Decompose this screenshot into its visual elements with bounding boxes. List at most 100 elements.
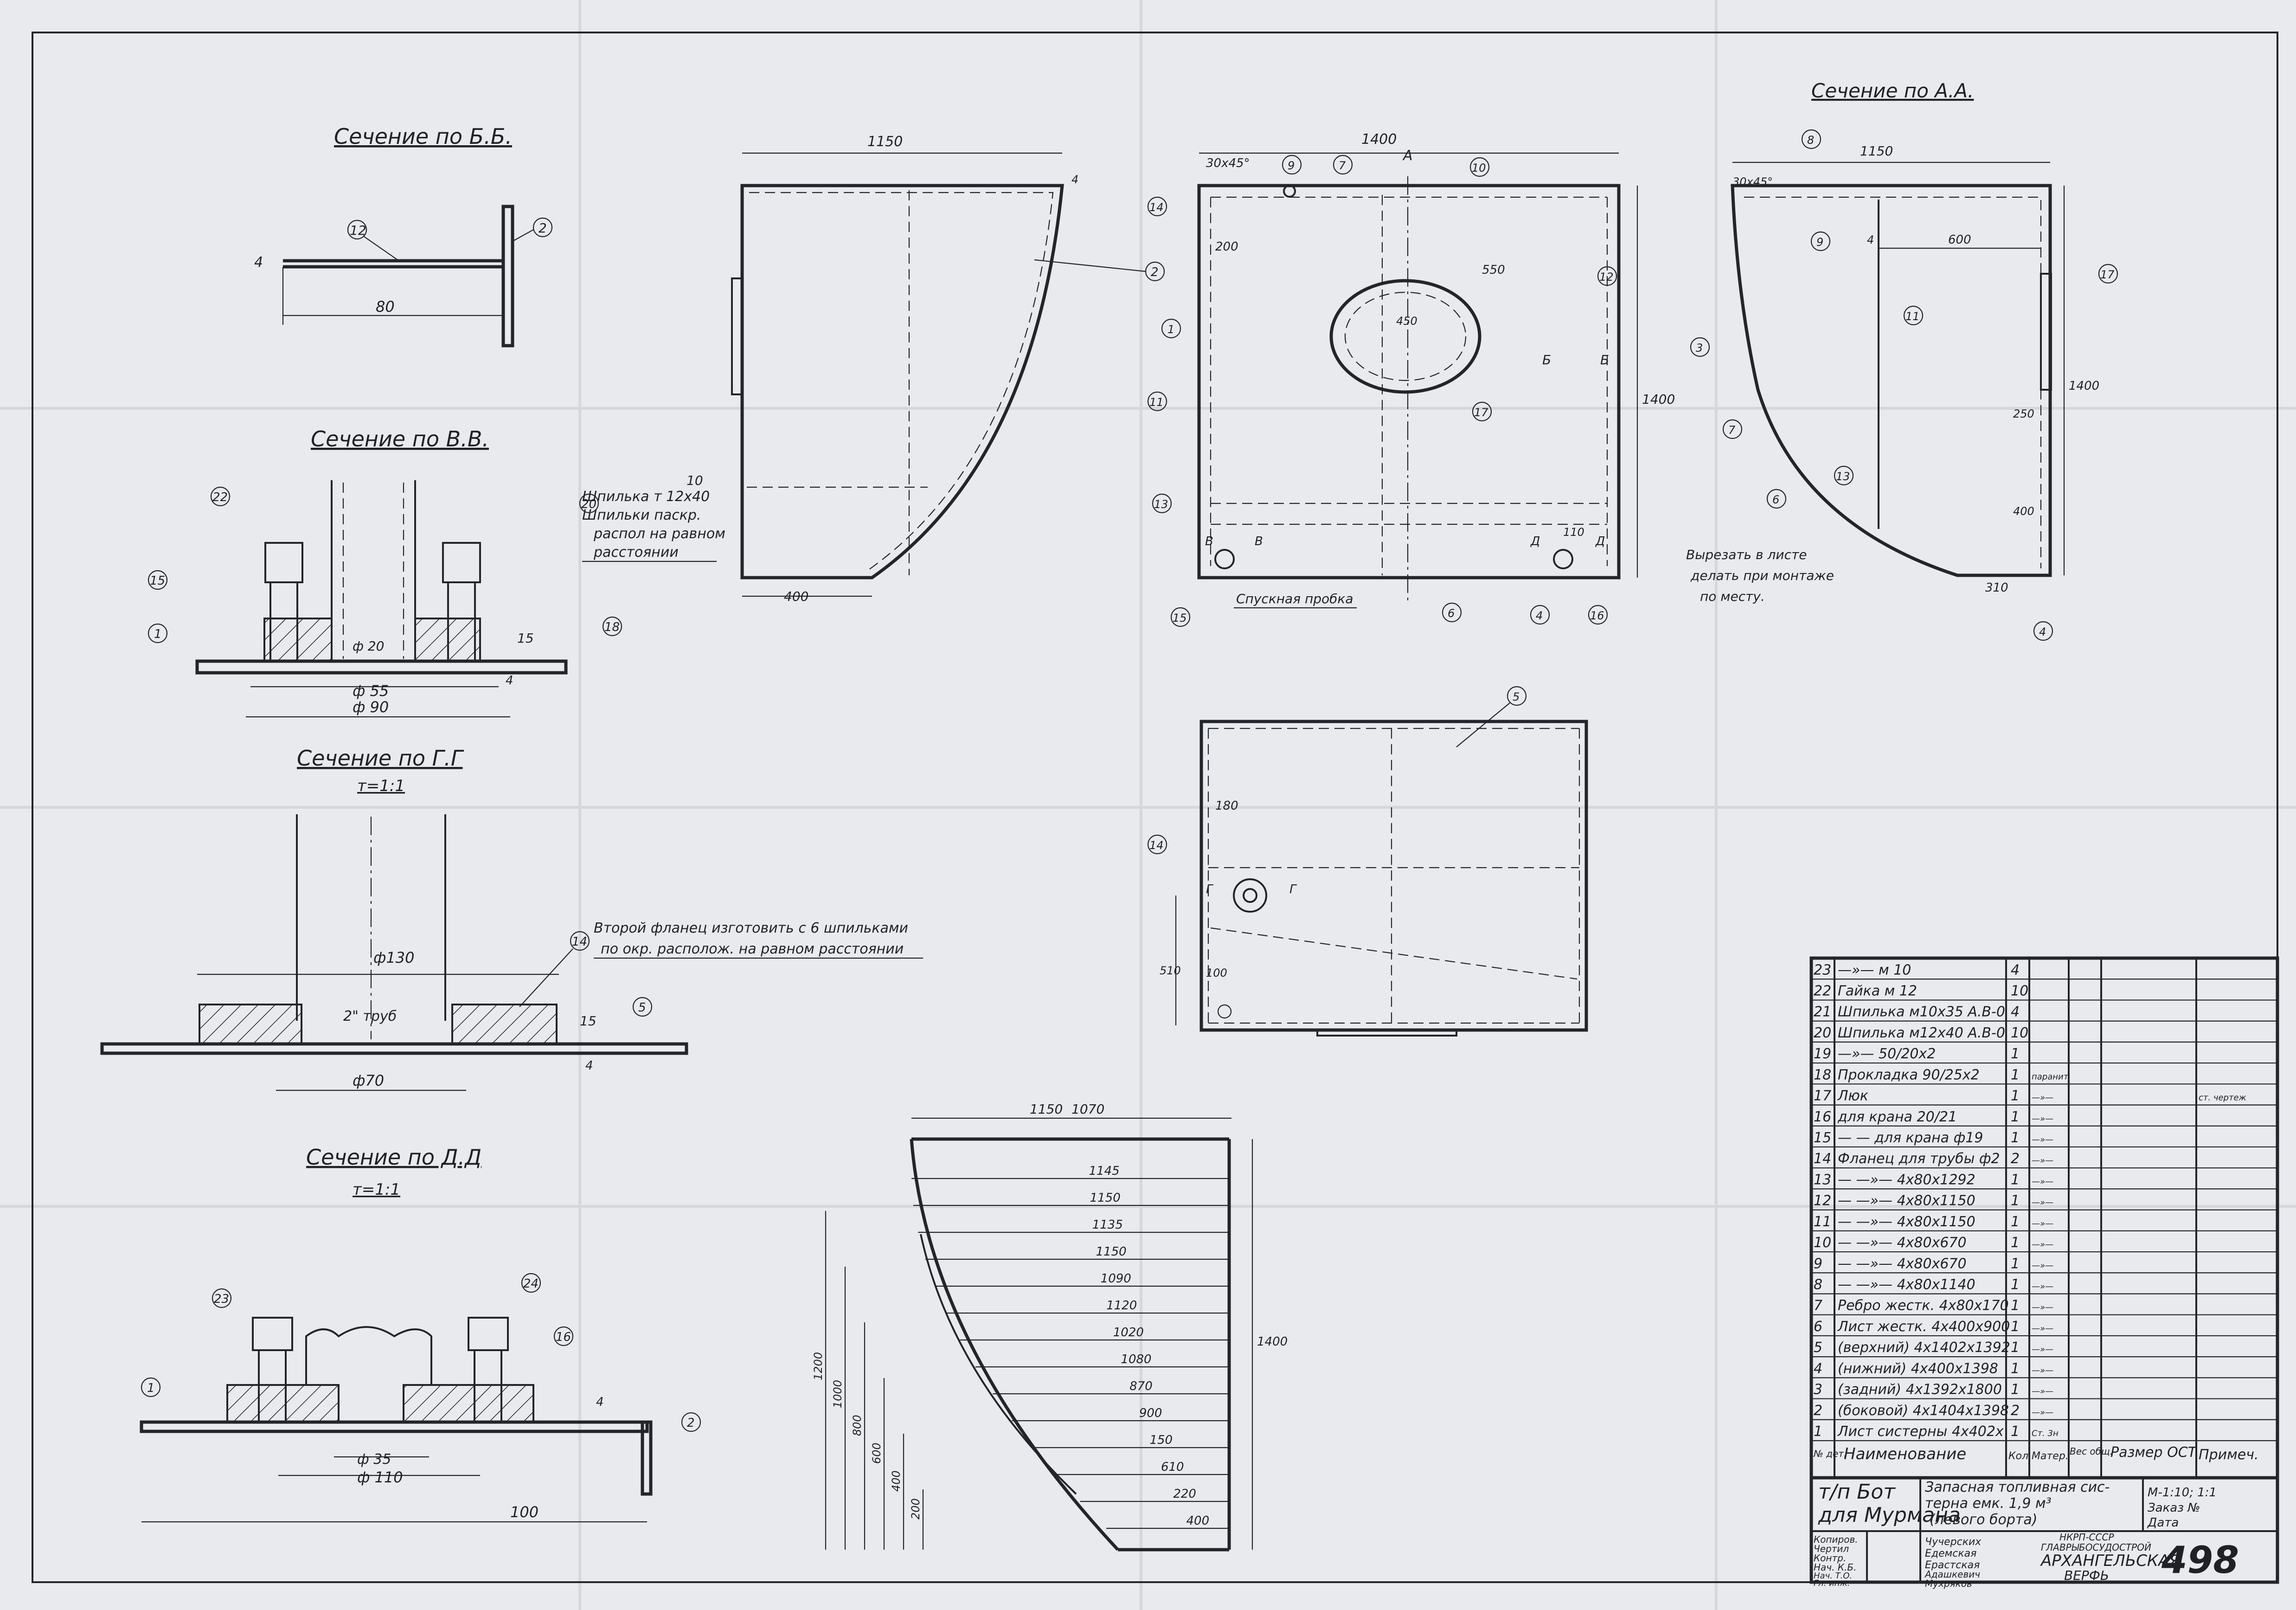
section-aa: Сечение по А.А. 1150 30х45° 600 1400 250… [1686,79,2118,641]
svg-text:терна емк. 1,9 м³: терна емк. 1,9 м³ [1925,1495,2052,1512]
bom-cell-n: 1 [1814,1423,1822,1440]
bom-cell-q: 2 [2011,1403,2020,1419]
bom-cell-name: (нижний) 4х400х1398 [1838,1360,1998,1377]
ref-dd-1: 1 [147,1381,155,1395]
ref-front-7: 7 [1339,159,1346,172]
section-aa-title: Сечение по А.А. [1811,79,1974,102]
bom-cell-name: — — для крана ф19 [1838,1130,1983,1146]
ref-front-6: 6 [1448,607,1455,620]
svg-text:Запасная топливная сис-: Запасная топливная сис- [1925,1479,2110,1495]
aa-note-2: делать при монтаже [1690,568,1834,583]
profile-row-label: 1020 [1113,1326,1144,1340]
ref-dd-2: 2 [687,1416,695,1430]
top-view: 180 510 100 Г Г 5 14 [1147,686,1588,1037]
tb-role-2: Контр. [1814,1552,1846,1564]
dim-aa-250: 250 [2013,407,2034,420]
svg-text:(левого борта): (левого борта) [1930,1512,2038,1528]
ref-aa-9: 9 [1816,236,1823,249]
bom-cell-name: —»— м 10 [1838,962,1911,978]
dim-side-400: 400 [784,589,808,604]
ref-aa-6: 6 [1772,493,1779,506]
bom-cell-m: —»— [2032,1135,2053,1145]
bom-cell-name: Шпилька м10х35 А.В-0 [1838,1004,2005,1020]
dim-prof-1070: 1070 [1071,1101,1104,1117]
bom-h-n: № дет. [1813,1448,1847,1459]
tb-name-2: Ерастская [1925,1559,1980,1571]
bom-cell-name: (верхний) 4х1402х1392 [1838,1340,2010,1356]
svg-text:для Мурмана: для Мурмана [1818,1503,1961,1527]
ref-aa-4: 4 [2039,625,2046,638]
bom-cell-name: Фланец для трубы ф2 [1838,1151,2000,1167]
bom-cell-n: 17 [1814,1088,1831,1104]
bom-cell-q: 10 [2011,1025,2028,1041]
bom-cell-q: 1 [2011,1319,2020,1335]
profile-row-label: 900 [1139,1406,1162,1420]
bom-h-note: Примеч. [2199,1447,2258,1463]
aa-note-3: по месту. [1700,589,1765,604]
dim-gg-2in: 2" труб [343,1008,397,1024]
dim-front-450: 450 [1396,315,1417,328]
dim-top-510: 510 [1160,964,1181,977]
dim-aa-310: 310 [1985,581,2008,595]
ref-aa-17: 17 [2100,268,2115,281]
section-bb-title: Сечение по Б.Б. [334,124,512,149]
bom-cell-m: —»— [2032,1093,2053,1103]
ref-bb-2: 2 [539,220,547,236]
tb-role-4: Нач. Т.О. [1814,1571,1852,1581]
dim-gg-f70: ф70 [353,1072,384,1089]
dim-vv-f20: ф 20 [353,638,384,654]
ref-dd-24: 24 [523,1277,539,1291]
tb-vessel-1: т/п Бот [1818,1480,1896,1504]
vv-note-3: распол на равном [593,526,725,542]
bom-h-size: Размер ОСТ [2110,1444,2198,1461]
tb-order: Заказ № [2148,1501,2200,1515]
bom-cell-n: 11 [1814,1214,1831,1230]
ref-front-15: 15 [1173,612,1187,625]
bom-cell-m: —»— [2032,1156,2053,1166]
bom-h-w: Вес общ. [2070,1446,2113,1457]
bom-cell-name: (боковой) 4х1404х1398 [1838,1403,2009,1419]
profile-view: 1150 1070 1400 1145115011351150109011201… [812,1101,1288,1552]
bom-cell-name: для крана 20/21 [1837,1109,1957,1125]
dim-aa-400: 400 [2013,505,2034,518]
bom-cell-n: 21 [1814,1004,1831,1020]
dim-dd-100: 100 [510,1503,539,1521]
ref-dd-16: 16 [556,1330,571,1344]
profile-vert-label: 1000 [831,1380,844,1408]
dim-vv-f90: ф 90 [353,698,389,716]
dim-top-180: 180 [1215,799,1238,813]
bom-cell-name: Лист жестк. 4х400х900 [1837,1319,2010,1335]
profile-row-label: 1120 [1106,1299,1137,1313]
ref-front-16: 16 [1590,609,1604,622]
dim-front-1400-v: 1400 [1642,392,1675,407]
bom-cell-m: Ст. 3н [2032,1429,2059,1438]
ref-vv-1: 1 [154,627,162,641]
dim-dd-f35: ф 35 [357,1451,391,1468]
profile-vert-label: 200 [909,1498,922,1520]
bom-cell-m: —»— [2032,1387,2053,1397]
ref-aa-8: 8 [1807,134,1814,147]
bom-cell-q: 1 [2011,1067,2020,1083]
dim-vv-15: 15 [517,631,534,646]
bom-cell-name: —»— 50/20х2 [1838,1046,1936,1062]
tb-org-2: ГЛАВРЫБОСУДОСТРОЙ [2041,1542,2151,1553]
profile-row-label: 1080 [1121,1352,1151,1366]
ref-vv-20: 20 [581,497,596,511]
bom-cell-name: — —»— 4х80х670 [1838,1256,1967,1272]
section-bb: Сечение по Б.Б. 80 4 12 2 [254,124,553,348]
aa-note-1: Вырезать в листе [1686,547,1807,562]
tb-role-3: Нач. К.Б. [1814,1562,1856,1573]
profile-row-label: 870 [1129,1379,1153,1393]
ref-top-5: 5 [1513,690,1520,703]
bom-cell-n: 14 [1814,1151,1831,1167]
bom-cell-m: —»— [2032,1365,2053,1375]
bom-cell-q: 1 [2011,1214,2020,1230]
bom-cell-q: 1 [2011,1423,2020,1440]
bom-cell-m: —»— [2032,1303,2053,1313]
bom-cell-name: — —»— 4х80х1150 [1838,1193,1975,1209]
section-dd: Сечение по Д.Д т=1:1 ф 35 ф 110 100 4 23… [140,1145,701,1523]
bom-cell-n: 4 [1814,1360,1822,1377]
dim-vv-f55: ф 55 [353,682,389,700]
bom-cell-q: 1 [2011,1193,2020,1209]
